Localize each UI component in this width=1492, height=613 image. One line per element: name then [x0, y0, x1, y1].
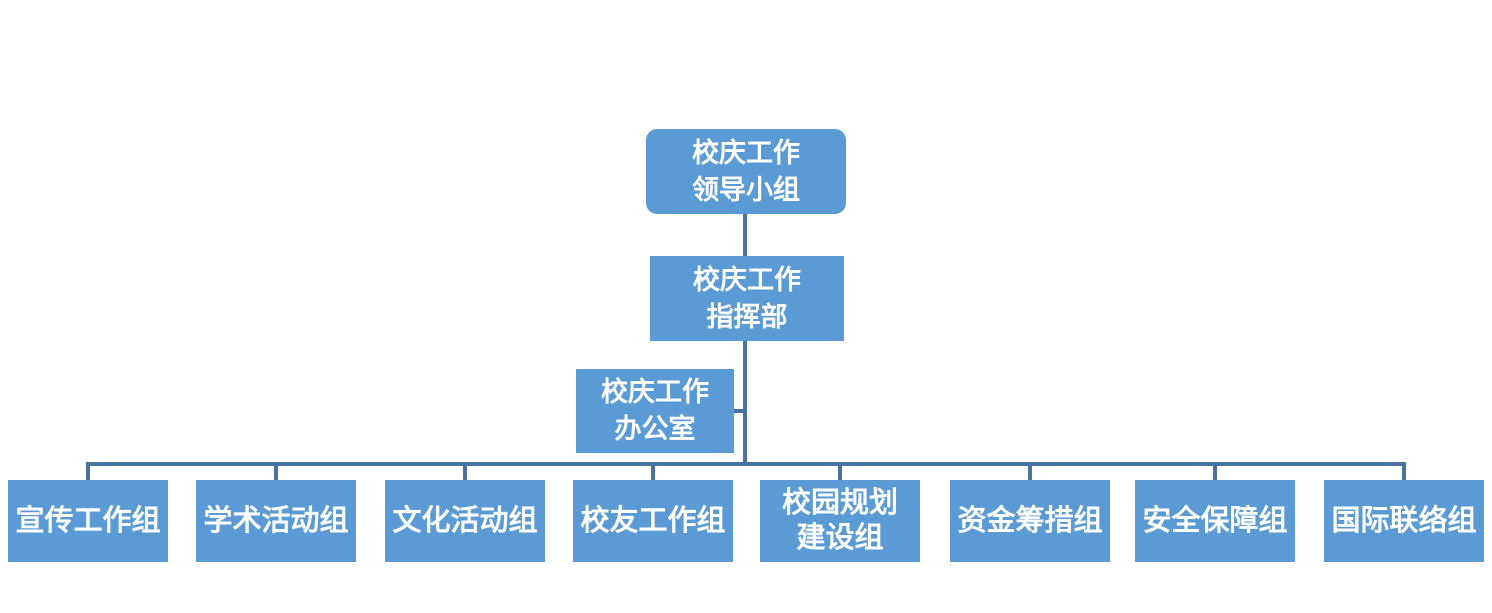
connector-leading-to-command — [743, 214, 747, 256]
node-leading-group-label: 校庆工作 领导小组 — [692, 137, 800, 205]
node-campus-planning-group: 校园规划 建设组 — [760, 480, 920, 562]
node-cultural-group: 文化活动组 — [385, 480, 545, 562]
connector-drop-alumni — [651, 466, 655, 480]
node-alumni-group-label: 校友工作组 — [580, 504, 726, 537]
connector-office-stub — [733, 409, 743, 413]
node-international-group-label: 国际联络组 — [1331, 504, 1477, 537]
node-office-label: 校庆工作 办公室 — [601, 377, 709, 444]
node-publicity-group: 宣传工作组 — [8, 480, 168, 562]
node-campus-planning-group-label: 校园规划 建设组 — [781, 487, 898, 554]
connector-drop-academic — [274, 466, 278, 480]
node-security-group-label: 安全保障组 — [1142, 504, 1288, 537]
node-international-group: 国际联络组 — [1324, 480, 1484, 562]
node-academic-group: 学术活动组 — [196, 480, 356, 562]
node-office: 校庆工作 办公室 — [576, 369, 734, 453]
connector-horizontal-bus — [86, 462, 1406, 466]
node-cultural-group-label: 文化活动组 — [392, 504, 538, 537]
node-alumni-group: 校友工作组 — [573, 480, 733, 562]
node-leading-group: 校庆工作 领导小组 — [646, 129, 846, 214]
connector-drop-publicity — [86, 466, 90, 480]
node-publicity-group-label: 宣传工作组 — [15, 504, 161, 537]
node-fundraising-group: 资金筹措组 — [950, 480, 1110, 562]
connector-drop-campus-planning — [838, 466, 842, 480]
node-security-group: 安全保障组 — [1135, 480, 1295, 562]
node-fundraising-group-label: 资金筹措组 — [957, 504, 1103, 537]
connector-drop-international — [1402, 466, 1406, 480]
connector-drop-cultural — [463, 466, 467, 480]
node-academic-group-label: 学术活动组 — [203, 504, 349, 537]
connector-drop-fundraising — [1028, 466, 1032, 480]
node-command-center-label: 校庆工作 指挥部 — [693, 264, 801, 332]
node-command-center: 校庆工作 指挥部 — [650, 256, 844, 341]
connector-drop-security — [1213, 466, 1217, 480]
connector-command-to-bus — [743, 341, 747, 466]
